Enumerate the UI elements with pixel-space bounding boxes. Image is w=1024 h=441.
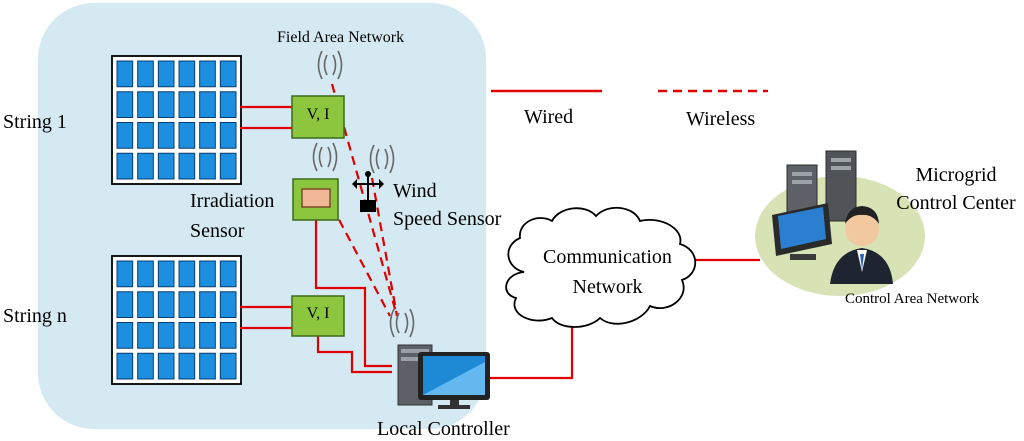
solar-panel-cell [157, 91, 175, 118]
legend-wireless-label: Wireless [686, 108, 756, 130]
solar-panel-cell [116, 352, 134, 380]
solar-panel-frame [111, 55, 242, 185]
string-n-label: String n [3, 305, 67, 327]
solar-panel-cell [219, 152, 237, 180]
solar-panel-cell [199, 60, 216, 88]
microgrid-label-line1: Microgrid [915, 164, 997, 186]
operator-workstation-icon [772, 150, 893, 284]
solar-panel-cell [116, 60, 134, 88]
irradiation-wireless-link [317, 179, 391, 317]
solar-panel-cell [157, 352, 175, 380]
solar-panel-frame [111, 255, 242, 385]
solar-panel-cell [199, 291, 216, 318]
solar-panel-cell [137, 91, 154, 118]
wired-links [240, 105, 760, 380]
solar-panel-cell [219, 60, 237, 88]
solar-panel-cell [178, 291, 196, 318]
solar-panel-cell [199, 152, 216, 180]
vi-sensor-top-label: V, I [306, 106, 330, 123]
solar-panel-cell [178, 352, 196, 380]
solar-panel-cell [219, 122, 237, 149]
irradiation-to-controller-wire [314, 220, 392, 368]
solar-panel-cell [137, 322, 154, 349]
solar-panel-cell [116, 291, 134, 318]
legend-wired-label: Wired [524, 106, 574, 128]
vi-to-controller-wire [316, 336, 392, 374]
solar-panel-cell [137, 60, 154, 88]
irradiation-sensor-label-line2: Sensor [190, 220, 245, 242]
solar-panel-cell [116, 322, 134, 349]
solar-panel-cell [157, 322, 175, 349]
solar-panel-cell [116, 122, 134, 149]
solar-panel-cell [178, 152, 196, 180]
irradiation-sensor-label-line1: Irradiation [190, 190, 275, 212]
solar-panel-cell [199, 122, 216, 149]
irradiation-sensor-icon [292, 178, 339, 221]
field-area-network-label: Field Area Network [277, 29, 405, 46]
controller-to-network-wire [482, 326, 574, 380]
solar-panel-cell [157, 260, 175, 288]
solar-panel-cell [157, 60, 175, 88]
wind-sensor-label-line2: Speed Sensor [393, 208, 502, 230]
solar-panel-cell [137, 152, 154, 180]
solar-panel-cell [219, 291, 237, 318]
vi-sensor-bottom-label: V, I [306, 305, 330, 322]
solar-panel-cell [178, 322, 196, 349]
vi-sensor-top-box [291, 95, 345, 139]
solar-panel-cell [219, 322, 237, 349]
wind-wireless-link [370, 177, 399, 317]
solar-panel-cell [137, 291, 154, 318]
solar-panel-cell [116, 260, 134, 288]
solar-panel-cell [219, 352, 237, 380]
solar-panel-cell [199, 322, 216, 349]
local-controller-label: Local Controller [377, 418, 510, 440]
anemometer-icon [352, 171, 384, 212]
solar-panel-icon [111, 55, 242, 185]
solar-panel-cell [116, 152, 134, 180]
solar-panel-cell [199, 91, 216, 118]
solar-panel-cell [178, 122, 196, 149]
solar-panel-cell [157, 152, 175, 180]
solar-panel-cell [157, 122, 175, 149]
wind-sensor-label-line1: Wind [393, 180, 437, 202]
vi-sensor-bottom-box [291, 295, 345, 337]
solar-panel-cell [219, 260, 237, 288]
solar-panel-cell [116, 91, 134, 118]
solar-panel-cell [219, 91, 237, 118]
microgrid-label-line2: Control Center [896, 192, 1016, 214]
communication-network-label-line2: Network [572, 276, 643, 298]
solar-panel-cell [178, 60, 196, 88]
solar-panel-cell [137, 260, 154, 288]
cloud-icon [505, 207, 697, 328]
solar-panel-cell [199, 352, 216, 380]
control-area-network-label: Control Area Network [845, 291, 980, 307]
string-1-label: String 1 [3, 111, 67, 133]
desktop-computer-icon [397, 344, 490, 409]
solar-panel-cell [157, 291, 175, 318]
solar-panel-cell [178, 91, 196, 118]
communication-network-label-line1: Communication [543, 246, 672, 268]
solar-panel-cell [137, 352, 154, 380]
antenna-signal-icon [312, 50, 415, 338]
solar-panel-cell [199, 260, 216, 288]
solar-panel-cell [137, 122, 154, 149]
solar-panel-icon [111, 255, 242, 385]
solar-panel-cell [178, 260, 196, 288]
